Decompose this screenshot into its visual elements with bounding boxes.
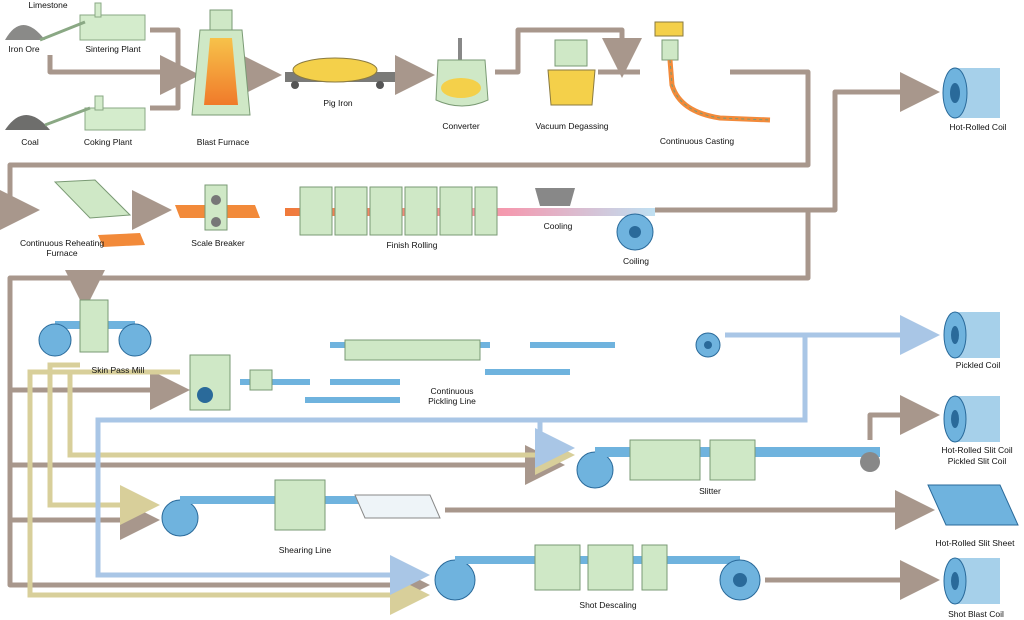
label-finish-rolling: Finish Rolling (386, 240, 438, 250)
label-coal: Coal (21, 137, 39, 147)
coal-pile-icon (5, 115, 50, 130)
hot-rolled-slit-coil-icon (943, 395, 1000, 443)
hot-rolled-slit-sheet-icon (927, 484, 1019, 526)
skin-pass-mill-icon (38, 299, 152, 357)
sintering-plant-icon (39, 2, 146, 42)
label-iron-ore: Iron Ore (8, 44, 40, 54)
label-pig-iron: Pig Iron (323, 98, 353, 108)
flow-lines-brown (0, 27, 940, 605)
shot-blast-coil-icon (943, 557, 1000, 605)
coking-plant-icon (44, 95, 146, 131)
label-blast-furnace: Blast Furnace (196, 137, 250, 147)
coiling-icon (616, 213, 654, 251)
continuous-pickling-line-icon (189, 332, 721, 411)
converter-icon (435, 38, 489, 107)
label-hot-rolled-slit-sheet: Hot-Rolled Slit Sheet (935, 538, 1015, 548)
label-converter: Converter (442, 121, 480, 131)
label-coking-plant: Coking Plant (83, 137, 133, 147)
label-hot-rolled-slit-coil: Hot-Rolled Slit Coil (941, 445, 1013, 455)
blast-furnace-icon (191, 9, 251, 116)
vacuum-degassing-icon (547, 39, 596, 106)
pig-iron-car-icon (285, 57, 395, 89)
hot-rolled-coil-icon (942, 67, 1000, 119)
label-limestone: Limestone (28, 0, 68, 10)
label-scale-breaker: Scale Breaker (191, 238, 245, 248)
label-sintering-plant: Sintering Plant (85, 44, 141, 54)
label-continuous-reheating-furnace: Continuous Reheating Furnace (19, 238, 105, 258)
shearing-line-icon (161, 479, 441, 537)
label-shot-blast-coil: Shot Blast Coil (948, 609, 1004, 619)
shot-descaling-icon (434, 544, 761, 601)
label-cooling: Cooling (543, 221, 573, 231)
label-continuous-pickling-line: Continuous Pickling Line (428, 386, 476, 406)
label-pickled-slit-coil: Pickled Slit Coil (947, 456, 1007, 466)
label-vacuum-degassing: Vacuum Degassing (535, 121, 609, 131)
label-skin-pass-mill: Skin Pass Mill (91, 365, 145, 375)
label-hot-rolled-coil: Hot-Rolled Coil (949, 122, 1007, 132)
label-slitter: Slitter (699, 486, 721, 496)
label-pickled-coil: Pickled Coil (955, 360, 1001, 370)
finish-rolling-icon (285, 186, 655, 236)
label-shearing-line: Shearing Line (278, 545, 332, 555)
pickled-coil-icon (943, 311, 1000, 359)
cooling-sprays-icon (535, 188, 575, 206)
label-continuous-casting: Continuous Casting (659, 136, 735, 146)
slitter-icon (576, 439, 880, 489)
scale-breaker-icon (175, 184, 260, 231)
limestone-pile-icon (5, 25, 45, 40)
reheating-furnace-icon (53, 179, 145, 247)
label-shot-descaling: Shot Descaling (579, 600, 637, 610)
label-coiling: Coiling (623, 256, 649, 266)
continuous-casting-icon (654, 21, 771, 123)
flow-lines-blue (95, 315, 940, 595)
